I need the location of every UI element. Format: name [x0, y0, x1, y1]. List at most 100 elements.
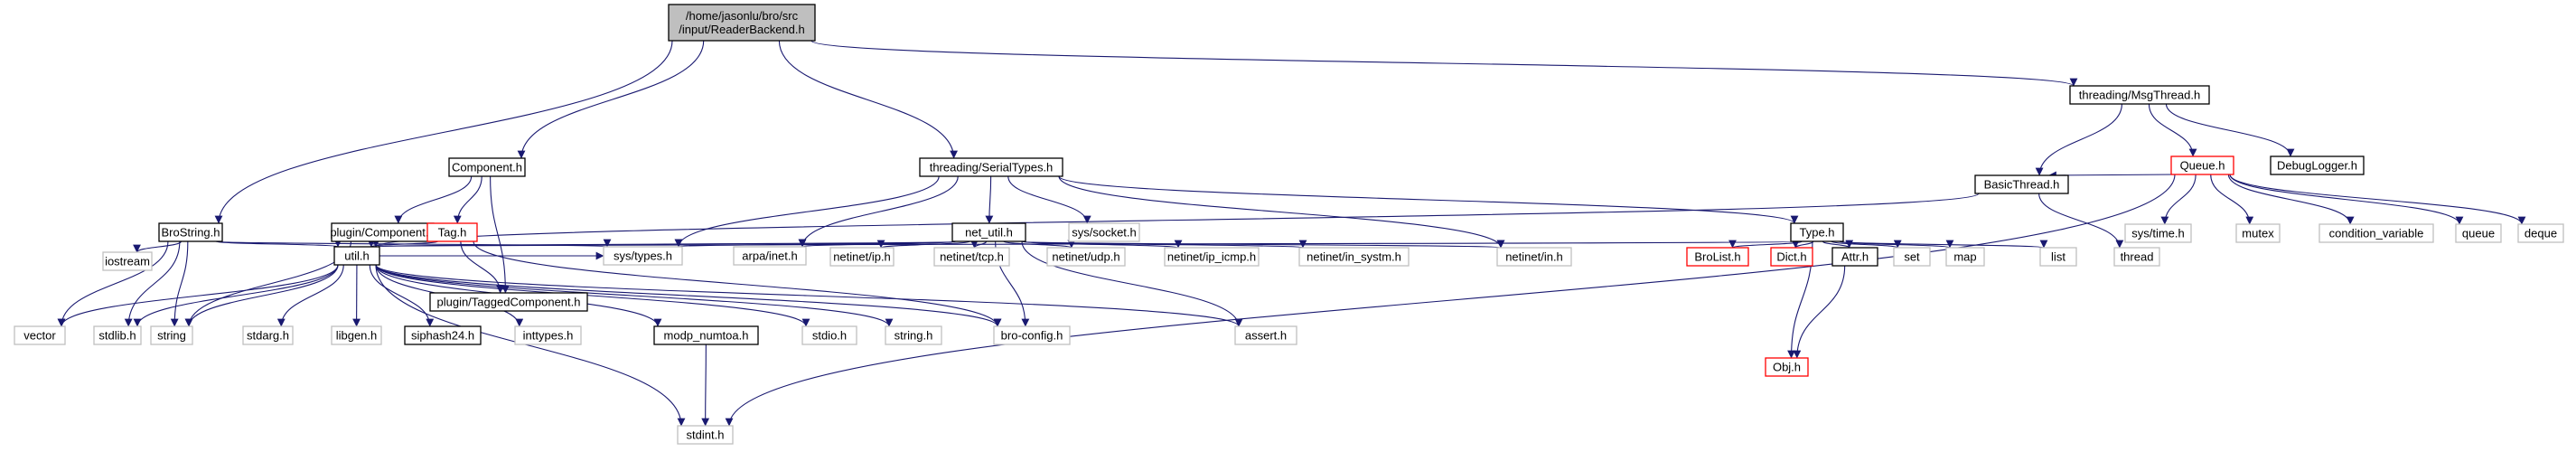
node-box — [102, 251, 153, 271]
node-modpnumtoa[interactable]: modp_numtoa.h — [653, 325, 759, 345]
node-label: Dict.h — [1776, 250, 1806, 264]
node-vector: vector — [14, 325, 66, 345]
node-label: thread — [2121, 250, 2154, 264]
node-label: arpa/inet.h — [742, 250, 797, 263]
node-syssocket: sys/socket.h — [1068, 222, 1140, 242]
node-label: threading/MsgThread.h — [2079, 89, 2200, 102]
node-broconfig: bro-config.h — [993, 325, 1071, 345]
node-label: mutex — [2242, 227, 2274, 240]
node-label: Component.h — [452, 161, 522, 174]
node-box — [2318, 223, 2434, 243]
node-box — [1770, 247, 1813, 267]
node-mutex: mutex — [2235, 223, 2281, 243]
node-label: Attr.h — [1841, 250, 1869, 264]
node-label: netinet/ip.h — [833, 250, 891, 264]
node-label: util.h — [344, 250, 369, 263]
node-root[interactable]: /home/jasonlu/bro/src/input/ReaderBacken… — [668, 4, 816, 42]
node-box — [1790, 222, 1844, 242]
edge-queue-to-queuestd — [2229, 174, 2464, 225]
edge-utilh-to-siphash — [369, 264, 435, 327]
node-label: netinet/udp.h — [1052, 250, 1119, 264]
edge-queue-to-deque — [2229, 174, 2526, 225]
edge-modpnumtoa-to-stdint — [701, 344, 710, 427]
edge-serialtypes-to-netinetin — [1058, 175, 1505, 249]
node-box — [1974, 174, 2069, 194]
node-box — [733, 246, 807, 266]
node-brostring[interactable]: BroString.h — [158, 222, 223, 242]
edge-component-to-taggedcomp — [490, 175, 510, 294]
node-netinetinsystm: netinet/in_systm.h — [1298, 247, 1410, 267]
node-box — [2170, 155, 2234, 175]
node-layer: /home/jasonlu/bro/src/input/ReaderBacken… — [14, 4, 2564, 445]
node-label: Tag.h — [438, 226, 467, 240]
node-plugincomponent[interactable]: plugin/Component.h — [330, 222, 436, 242]
node-label: libgen.h — [336, 329, 378, 343]
edge-serialtypes-to-systypes — [674, 175, 940, 248]
node-label: stdio.h — [812, 329, 847, 343]
node-box — [2069, 85, 2210, 105]
node-label: /input/ReaderBackend.h — [679, 23, 804, 36]
edge-typeh-to-attrh — [1822, 240, 1854, 249]
node-box — [448, 157, 526, 177]
node-label: condition_variable — [2329, 227, 2424, 240]
node-taggedcomp[interactable]: plugin/TaggedComponent.h — [429, 292, 588, 312]
edge-utilh-to-stdarg — [276, 264, 344, 327]
node-box — [2517, 223, 2564, 243]
edge-typeh-to-brolist — [1728, 240, 1803, 249]
edge-root-to-serialtypes — [778, 40, 958, 159]
node-box — [1298, 247, 1410, 267]
node-box — [1893, 247, 1931, 267]
node-label: stdarg.h — [247, 329, 289, 343]
node-label: sys/socket.h — [1072, 226, 1137, 240]
node-box — [1686, 247, 1749, 267]
edge-attrh-to-objh — [1793, 265, 1846, 359]
node-msgthread[interactable]: threading/MsgThread.h — [2069, 85, 2210, 105]
edge-brostring-to-stringstd — [170, 240, 189, 327]
node-label: plugin/Component.h — [330, 226, 435, 240]
node-box — [885, 325, 942, 345]
node-queuestd: queue — [2455, 223, 2502, 243]
node-box — [2113, 247, 2160, 267]
node-label: modp_numtoa.h — [664, 329, 749, 343]
node-box — [158, 222, 223, 242]
edge-typeh-to-utilh — [375, 238, 1795, 248]
node-box — [331, 325, 382, 345]
node-objh[interactable]: Obj.h — [1765, 357, 1809, 377]
edge-queue-to-mutex — [2210, 174, 2254, 225]
node-stdio: stdio.h — [801, 325, 857, 345]
node-tag[interactable]: Tag.h — [426, 222, 478, 242]
node-box — [93, 325, 142, 345]
node-netinettcp: netinet/tcp.h — [933, 247, 1010, 267]
node-label: vector — [23, 329, 56, 343]
node-mapstd: map — [1945, 247, 1985, 267]
edge-utilh-to-stringh — [375, 264, 894, 327]
node-component[interactable]: Component.h — [448, 157, 526, 177]
node-liststd: list — [2039, 247, 2077, 267]
node-siphash[interactable]: siphash24.h — [404, 325, 482, 345]
edge-utilh-to-stringstd — [184, 264, 339, 327]
node-serialtypes[interactable]: threading/SerialTypes.h — [919, 157, 1063, 177]
node-typeh[interactable]: Type.h — [1790, 222, 1844, 242]
edge-queue-to-systime — [2160, 174, 2197, 225]
node-debuglogger[interactable]: DebugLogger.h — [2270, 155, 2365, 175]
node-attrh[interactable]: Attr.h — [1831, 247, 1878, 267]
node-queue[interactable]: Queue.h — [2170, 155, 2234, 175]
node-box — [2235, 223, 2281, 243]
edge-layer — [57, 40, 2526, 427]
node-netinetip: netinet/ip.h — [829, 247, 895, 267]
node-box — [1765, 357, 1809, 377]
node-box — [1496, 247, 1572, 267]
node-label: set — [1904, 250, 1920, 264]
node-stringstd: string — [150, 325, 193, 345]
node-basicthread[interactable]: BasicThread.h — [1974, 174, 2069, 194]
node-systime: sys/time.h — [2124, 223, 2192, 243]
node-utilh[interactable]: util.h — [333, 246, 380, 266]
edge-typeh-to-setstd — [1831, 240, 1902, 249]
node-box — [2124, 223, 2192, 243]
node-label: deque — [2524, 227, 2557, 240]
edge-utilh-to-broconfig — [375, 264, 1002, 327]
node-dicth[interactable]: Dict.h — [1770, 247, 1813, 267]
node-netutil[interactable]: net_util.h — [951, 222, 1026, 242]
node-brolist[interactable]: BroList.h — [1686, 247, 1749, 267]
